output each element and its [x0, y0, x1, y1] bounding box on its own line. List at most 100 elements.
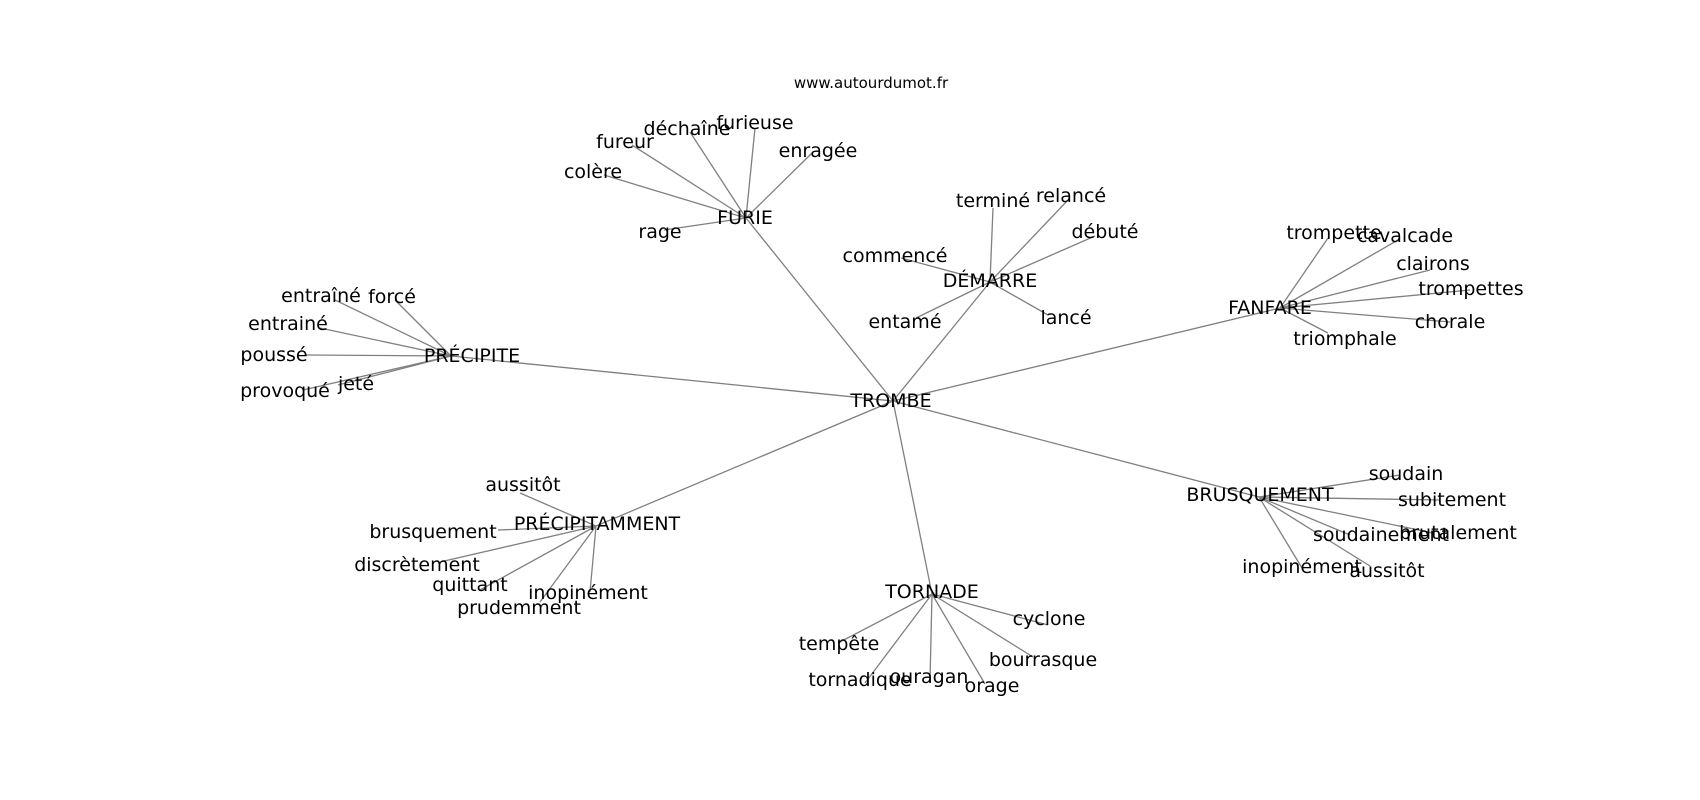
- edge-cluster-to-related: [864, 593, 933, 684]
- edge-cluster-to-related: [302, 355, 452, 391]
- edge-cluster-to-related: [1279, 269, 1431, 309]
- cluster-word: PRÉCIPITE: [424, 344, 520, 367]
- related-word: entrainé: [248, 313, 328, 335]
- related-word: colère: [564, 161, 622, 183]
- related-word: poussé: [240, 344, 307, 366]
- labels: TROMBE FURIE colère fureurdéchaînefurieuse…: [240, 112, 1523, 697]
- edge-center-to-cluster: [892, 400, 1260, 498]
- edge-cluster-to-related: [589, 525, 597, 593]
- related-word: fureur: [596, 131, 654, 153]
- edge-cluster-to-related: [989, 199, 1069, 283]
- edge-cluster-to-related: [1279, 237, 1329, 309]
- edge-cluster-to-related: [497, 525, 597, 531]
- related-word: chorale: [1415, 311, 1486, 333]
- edge-cluster-to-related: [334, 299, 452, 357]
- related-word: quittant: [432, 574, 507, 596]
- edges: [302, 127, 1471, 685]
- edge-cluster-to-related: [989, 281, 1049, 316]
- related-word: discrètement: [354, 554, 480, 576]
- cluster-word: TORNADE: [884, 581, 979, 603]
- edge-cluster-to-related: [931, 593, 1034, 658]
- cluster-word: DÉMARRE: [943, 269, 1037, 292]
- edge-cluster-to-related: [603, 174, 747, 219]
- edge-cluster-to-related: [1258, 474, 1401, 498]
- related-word: orage: [965, 675, 1020, 697]
- related-word: soudain: [1369, 463, 1444, 485]
- related-word: triomphale: [1293, 328, 1396, 350]
- related-word: brutalement: [1399, 522, 1517, 544]
- related-word: déchaîne: [644, 118, 731, 140]
- edge-cluster-to-related: [631, 144, 747, 219]
- related-word: brusquement: [369, 521, 496, 543]
- edge-cluster-to-related: [745, 152, 813, 219]
- edge-cluster-to-related: [1258, 496, 1351, 536]
- edge-cluster-to-related: [929, 593, 933, 682]
- edge-center-to-cluster: [892, 307, 1281, 402]
- related-word: subitement: [1398, 489, 1506, 511]
- related-word: entamé: [868, 311, 941, 333]
- edge-cluster-to-related: [479, 525, 597, 591]
- related-word: aussitôt: [485, 474, 560, 496]
- related-word: jeté: [337, 373, 374, 395]
- edge-cluster-to-related: [931, 593, 1049, 626]
- edge-center-to-cluster: [745, 217, 894, 402]
- related-word: forcé: [368, 286, 416, 308]
- edge-cluster-to-related: [989, 235, 1096, 283]
- related-word: aussitôt: [1349, 560, 1424, 582]
- related-word: enragée: [779, 140, 858, 162]
- related-word: inopinément: [528, 582, 648, 604]
- edge-center-to-cluster: [892, 400, 933, 595]
- edge-center-to-cluster: [450, 355, 894, 402]
- edge-cluster-to-related: [689, 131, 747, 219]
- related-word: cyclone: [1013, 608, 1086, 630]
- cluster-word: PRÉCIPITAMMENT: [514, 512, 681, 535]
- related-word: provoqué: [240, 380, 330, 402]
- cluster-word: BRUSQUEMENT: [1186, 484, 1334, 506]
- edge-cluster-to-related: [931, 593, 986, 685]
- edge-cluster-to-related: [745, 127, 756, 219]
- related-word: trompette: [1286, 222, 1381, 244]
- edge-cluster-to-related: [1258, 496, 1441, 501]
- edge-cluster-to-related: [663, 217, 747, 231]
- cluster-word: FANFARE: [1228, 297, 1312, 319]
- edge-center-to-cluster: [595, 400, 894, 527]
- related-word: terminé: [956, 190, 1030, 212]
- edge-cluster-to-related: [439, 525, 597, 563]
- related-word: soudainement: [1313, 524, 1449, 546]
- related-word: furieuse: [716, 112, 793, 134]
- related-word: tornadique: [808, 669, 911, 691]
- related-word: commencé: [843, 245, 948, 267]
- edge-cluster-to-related: [1279, 307, 1451, 323]
- edge-cluster-to-related: [900, 257, 991, 283]
- related-word: clairons: [1396, 253, 1470, 275]
- edge-cluster-to-related: [319, 327, 452, 357]
- related-word: cavalcade: [1357, 225, 1453, 247]
- edge-center-to-cluster: [892, 281, 991, 402]
- center-word: TROMBE: [849, 390, 931, 412]
- source-watermark: www.autourdumot.fr: [794, 74, 949, 92]
- edge-cluster-to-related: [1258, 496, 1434, 534]
- related-word: débuté: [1072, 221, 1139, 243]
- cluster-word: FURIE: [717, 207, 773, 229]
- edge-cluster-to-related: [989, 207, 994, 283]
- related-word: prudemment: [457, 597, 581, 619]
- edge-cluster-to-related: [915, 281, 991, 319]
- edge-cluster-to-related: [304, 354, 452, 357]
- edge-cluster-to-related: [1279, 289, 1471, 309]
- related-word: bourrasque: [989, 649, 1097, 671]
- related-word: relancé: [1036, 185, 1106, 207]
- edge-cluster-to-related: [837, 593, 933, 644]
- edge-cluster-to-related: [394, 299, 452, 357]
- related-word: ouragan: [890, 666, 969, 688]
- related-word: trompettes: [1418, 278, 1523, 300]
- related-word: entraîné: [281, 285, 361, 307]
- edge-cluster-to-related: [519, 492, 597, 527]
- related-word: rage: [638, 221, 681, 243]
- edge-cluster-to-related: [1279, 239, 1399, 309]
- edge-cluster-to-related: [1258, 496, 1303, 569]
- edge-cluster-to-related: [539, 525, 597, 603]
- related-word: lancé: [1040, 307, 1091, 329]
- related-word: tempête: [799, 633, 880, 655]
- related-word: inopinément: [1242, 556, 1362, 578]
